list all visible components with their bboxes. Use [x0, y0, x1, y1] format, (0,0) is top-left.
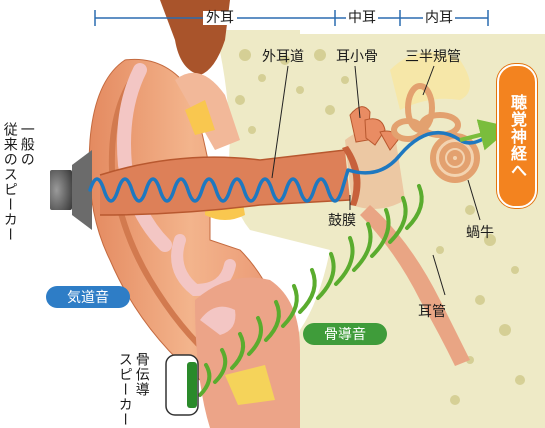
label-eardrum: 鼓膜	[328, 214, 356, 228]
label-semicircular-canals: 三半規管	[405, 50, 461, 64]
label-conventional-speaker-line2: 従来のスピーカー	[2, 122, 17, 242]
label-conventional-speaker-line1: 一般の	[19, 122, 34, 167]
region-label-inner: 内耳	[423, 11, 455, 25]
conventional-speaker-art	[50, 150, 92, 230]
region-label-outer: 外耳	[203, 11, 237, 25]
label-ossicles: 耳小骨	[336, 50, 378, 64]
label-bone-speaker-line2: スピーカー	[117, 352, 132, 427]
auditory-nerve-callout: 聴覚神経へ	[497, 64, 537, 208]
label-ear-canal: 外耳道	[262, 50, 304, 64]
label-eustachian-tube: 耳管	[418, 305, 446, 319]
region-label-middle: 中耳	[346, 11, 378, 25]
air-conduction-badge: 気道音	[46, 286, 130, 308]
bone-conduction-badge: 骨導音	[303, 323, 387, 345]
bone-speaker-art	[166, 355, 198, 415]
label-cochlea: 蝸牛	[466, 226, 494, 240]
label-bone-speaker-line1: 骨伝導	[134, 352, 149, 397]
